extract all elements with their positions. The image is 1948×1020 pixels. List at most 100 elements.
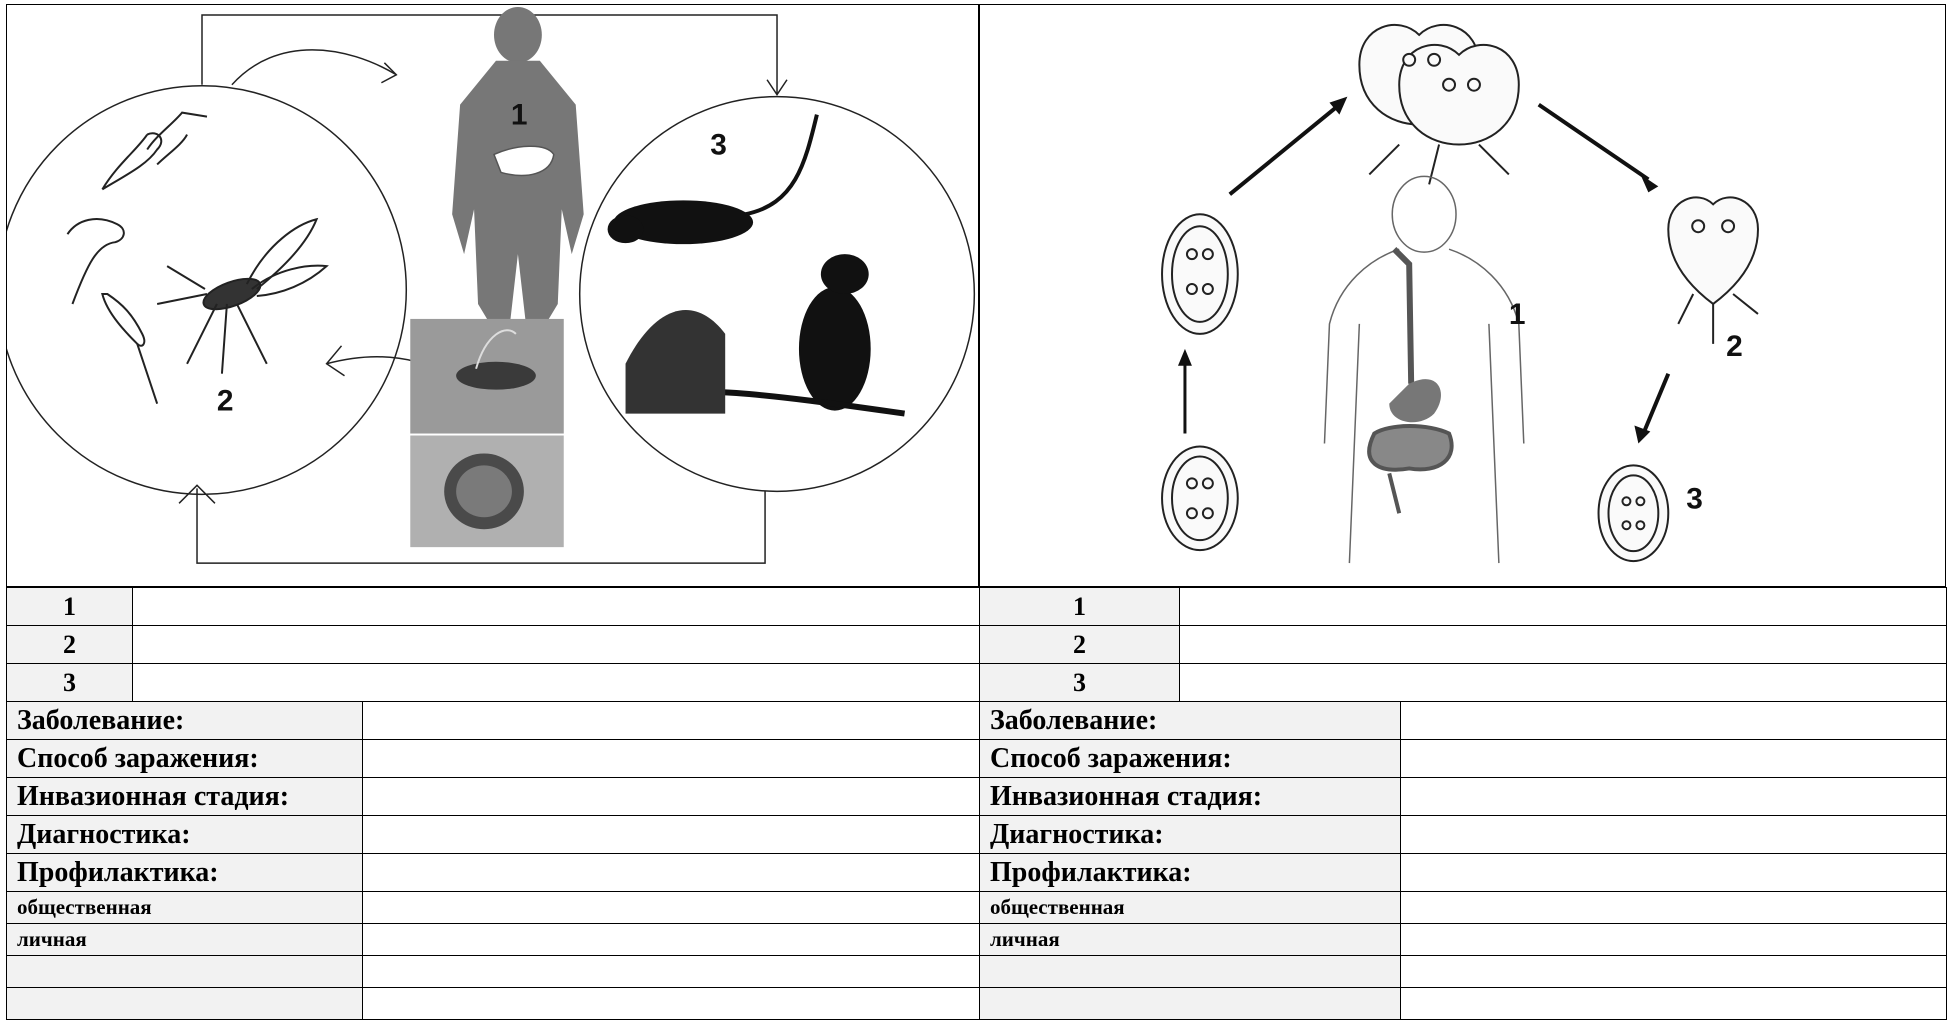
sub-question-label bbox=[7, 956, 363, 988]
disease-answer[interactable] bbox=[1401, 702, 1947, 740]
personal-prevention-answer[interactable] bbox=[363, 924, 980, 956]
sub-question-label: личная bbox=[980, 924, 1401, 956]
invasive-stage-answer[interactable] bbox=[1401, 778, 1947, 816]
left-panel: 1 2 3 1 2 3 Заболевание: bbox=[6, 4, 979, 1017]
right-questions-table: Заболевание: Способ заражения: Инвазионн… bbox=[979, 701, 1947, 1020]
table-row: Инвазионная стадия: bbox=[7, 778, 980, 816]
question-label: Заболевание: bbox=[980, 702, 1401, 740]
figure-label-2: 2 bbox=[217, 385, 234, 418]
left-questions-table: Заболевание: Способ заражения: Инвазионн… bbox=[6, 701, 980, 1020]
question-label: Способ заражения: bbox=[980, 740, 1401, 778]
question-label: Профилактика: bbox=[7, 854, 363, 892]
row-number: 1 bbox=[980, 588, 1180, 626]
public-prevention-answer[interactable] bbox=[1401, 892, 1947, 924]
sandfly-bite-photo bbox=[410, 319, 563, 434]
sub-question-label: личная bbox=[7, 924, 363, 956]
sub-question-label: общественная bbox=[7, 892, 363, 924]
question-label: Инвазионная стадия: bbox=[980, 778, 1401, 816]
row-number: 1 bbox=[7, 588, 133, 626]
question-label: Диагностика: bbox=[7, 816, 363, 854]
giardia-cyst-icon bbox=[1162, 446, 1238, 550]
question-label: Заболевание: bbox=[7, 702, 363, 740]
sub-question-label bbox=[980, 956, 1401, 988]
table-row: 2 bbox=[7, 626, 980, 664]
answer-cell-2[interactable] bbox=[133, 626, 980, 664]
ground-squirrel-icon bbox=[626, 254, 905, 413]
promastigote-icon bbox=[67, 113, 207, 404]
table-row: Профилактика: bbox=[980, 854, 1947, 892]
giardia-life-cycle-figure: 1 2 3 bbox=[979, 4, 1946, 587]
leishmania-life-cycle-figure: 1 2 3 bbox=[6, 4, 979, 587]
figure-label-3: 3 bbox=[1686, 482, 1703, 515]
figure-label-1: 1 bbox=[511, 99, 528, 132]
stomach-icon bbox=[1389, 379, 1441, 422]
answer-cell-3[interactable] bbox=[133, 664, 980, 702]
giardia-cyst-icon bbox=[1599, 465, 1669, 561]
prevention-answer[interactable] bbox=[363, 854, 980, 892]
extra-answer[interactable] bbox=[1401, 956, 1947, 988]
human-digestive-tract-icon bbox=[1324, 176, 1523, 563]
table-row: личная bbox=[7, 924, 980, 956]
vector-circle bbox=[7, 86, 406, 495]
intestine-icon bbox=[1369, 426, 1451, 513]
table-row: 3 bbox=[980, 664, 1947, 702]
prevention-answer[interactable] bbox=[1401, 854, 1947, 892]
disease-answer[interactable] bbox=[363, 702, 980, 740]
right-numbered-table: 1 2 3 bbox=[979, 587, 1947, 702]
public-prevention-answer[interactable] bbox=[363, 892, 980, 924]
right-panel: 1 2 3 1 2 3 Заболевание: bbox=[979, 4, 1946, 1017]
table-row bbox=[7, 956, 980, 988]
figure-label-1: 1 bbox=[1509, 298, 1526, 331]
diagnostics-answer[interactable] bbox=[363, 816, 980, 854]
table-row: Заболевание: bbox=[980, 702, 1947, 740]
invasive-stage-answer[interactable] bbox=[363, 778, 980, 816]
answer-cell-1[interactable] bbox=[133, 588, 980, 626]
reservoir-circle bbox=[580, 97, 975, 492]
table-row: Способ заражения: bbox=[7, 740, 980, 778]
extra-answer[interactable] bbox=[1401, 988, 1947, 1020]
table-row: общественная bbox=[980, 892, 1947, 924]
table-row: 1 bbox=[980, 588, 1947, 626]
table-row: общественная bbox=[7, 892, 980, 924]
extra-answer[interactable] bbox=[363, 988, 980, 1020]
sub-question-label bbox=[980, 988, 1401, 1020]
question-label: Диагностика: bbox=[980, 816, 1401, 854]
table-row bbox=[980, 988, 1947, 1020]
table-row bbox=[7, 988, 980, 1020]
table-row: 2 bbox=[980, 626, 1947, 664]
table-row: 1 bbox=[7, 588, 980, 626]
infection-route-answer[interactable] bbox=[1401, 740, 1947, 778]
giardia-trophozoites-cluster-icon bbox=[1359, 25, 1518, 184]
diagnostics-answer[interactable] bbox=[1401, 816, 1947, 854]
giardia-trophozoite-icon bbox=[1668, 197, 1758, 343]
question-label: Профилактика: bbox=[980, 854, 1401, 892]
giardia-cyst-icon bbox=[1162, 214, 1238, 334]
table-row: Инвазионная стадия: bbox=[980, 778, 1947, 816]
table-row: Диагностика: bbox=[980, 816, 1947, 854]
table-row: Диагностика: bbox=[7, 816, 980, 854]
question-label: Способ заражения: bbox=[7, 740, 363, 778]
table-row: 3 bbox=[7, 664, 980, 702]
figure-label-3: 3 bbox=[710, 128, 727, 161]
question-label: Инвазионная стадия: bbox=[7, 778, 363, 816]
skin-ulcer-photo bbox=[410, 436, 563, 548]
sub-question-label: общественная bbox=[980, 892, 1401, 924]
table-row: личная bbox=[980, 924, 1947, 956]
extra-answer[interactable] bbox=[363, 956, 980, 988]
leishmania-diagram: 1 2 3 bbox=[7, 5, 978, 586]
answer-cell-2[interactable] bbox=[1180, 626, 1947, 664]
sub-question-label bbox=[7, 988, 363, 1020]
worksheet: 1 2 3 1 2 3 Заболевание: bbox=[6, 4, 1946, 1017]
answer-cell-3[interactable] bbox=[1180, 664, 1947, 702]
row-number: 2 bbox=[980, 626, 1180, 664]
personal-prevention-answer[interactable] bbox=[1401, 924, 1947, 956]
infection-route-answer[interactable] bbox=[363, 740, 980, 778]
row-number: 3 bbox=[7, 664, 133, 702]
figure-label-2: 2 bbox=[1726, 330, 1743, 363]
answer-cell-1[interactable] bbox=[1180, 588, 1947, 626]
table-row: Профилактика: bbox=[7, 854, 980, 892]
table-row bbox=[980, 956, 1947, 988]
row-number: 3 bbox=[980, 664, 1180, 702]
sandfly-icon bbox=[157, 219, 326, 373]
left-numbered-table: 1 2 3 bbox=[6, 587, 980, 702]
